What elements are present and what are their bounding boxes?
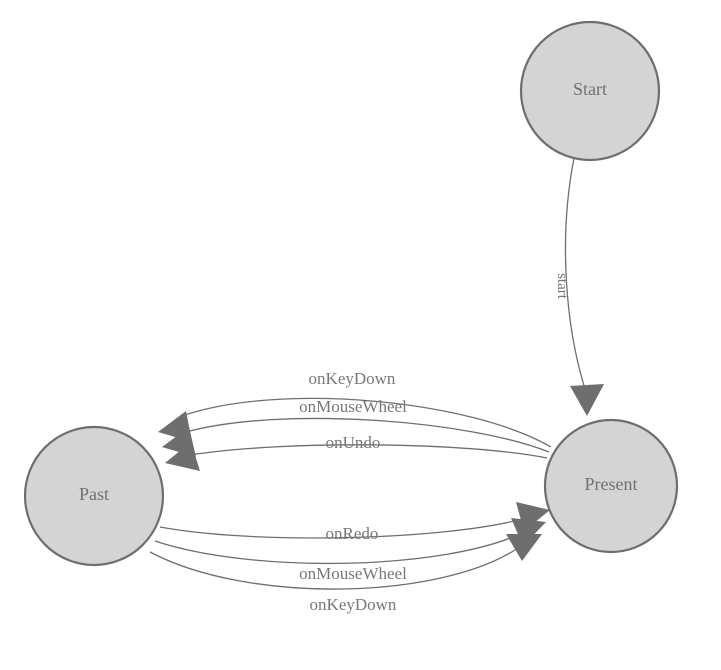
edge-path-present-to-past-key [181, 397, 552, 448]
edge-path-present-to-past-undo [189, 444, 548, 459]
node-past-label: Past [79, 484, 109, 504]
node-present-label: Present [585, 474, 638, 494]
edge-label-start: start [554, 273, 570, 300]
node-present[interactable]: Present [543, 418, 679, 554]
edge-past-to-present-key[interactable] [149, 534, 542, 590]
edge-path-past-to-present-redo [159, 517, 527, 539]
node-past[interactable]: Past [23, 425, 165, 567]
edge-label-past-to-present-key: onKeyDown [310, 595, 397, 614]
edge-path-start-to-present [564, 157, 587, 393]
edge-label-present-to-past-key: onKeyDown [309, 369, 396, 388]
edge-label-present-to-past-wheel: onMouseWheel [299, 397, 407, 416]
edge-path-present-to-past-wheel [185, 417, 550, 453]
edge-start-to-present[interactable] [564, 157, 604, 416]
edge-label-present-to-past-undo: onUndo [326, 433, 381, 452]
node-start-circle [519, 20, 661, 162]
node-start-label: Start [573, 79, 607, 99]
edge-path-past-to-present-wheel [154, 532, 523, 565]
arrow-head-start-to-present [570, 384, 604, 416]
edge-label-past-to-present-redo: onRedo [326, 524, 379, 543]
node-past-circle [23, 425, 165, 567]
node-present-circle [543, 418, 679, 554]
node-start[interactable]: Start [519, 20, 661, 162]
edge-path-past-to-present-key [149, 547, 519, 590]
edge-label-past-to-present-wheel: onMouseWheel [299, 564, 407, 583]
arrow-head-past-to-present-key [506, 534, 542, 561]
arrow-head-past-to-present-wheel [511, 518, 546, 546]
edge-present-to-past-undo[interactable] [165, 442, 548, 471]
edge-past-to-present-wheel[interactable] [154, 518, 546, 565]
arrow-head-present-to-past-undo [165, 442, 200, 471]
